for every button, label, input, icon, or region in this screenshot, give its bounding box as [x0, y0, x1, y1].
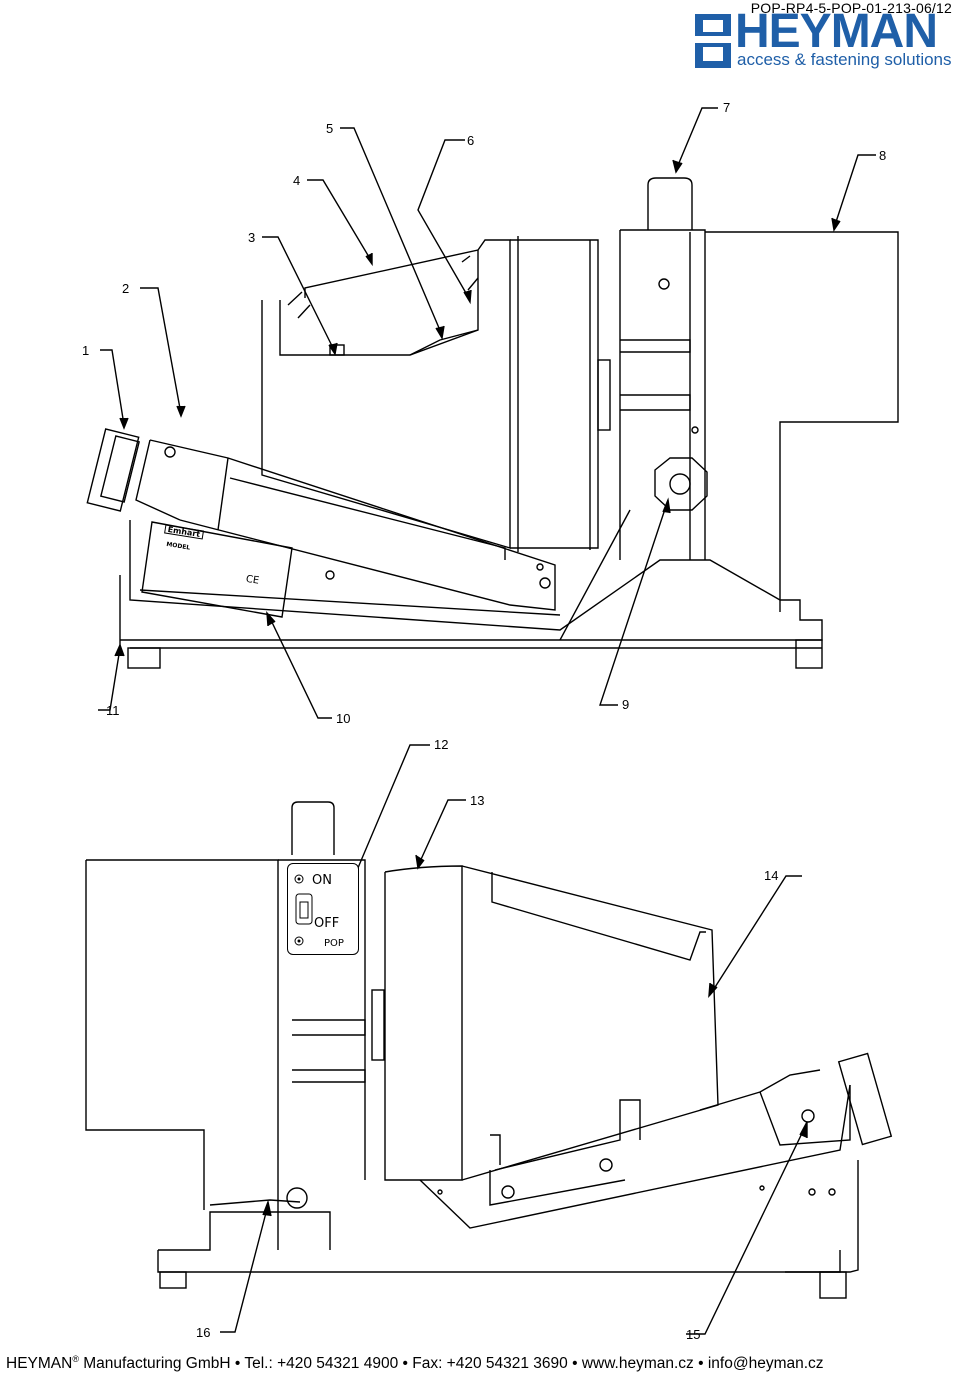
brand-name: HEYMAN — [735, 5, 938, 58]
switch-panel: ON OFF POP — [287, 863, 359, 955]
toggle-switch-icon — [295, 893, 313, 925]
footer-details: Manufacturing GmbH • Tel.: +420 54321 49… — [78, 1355, 824, 1373]
callout-3: 3 — [248, 230, 256, 245]
callout-2: 2 — [122, 281, 130, 296]
callout-4: 4 — [293, 173, 301, 188]
registered-mark: ® — [72, 1354, 79, 1364]
switch-on-label: ON — [312, 873, 332, 888]
pop-label: POP — [324, 938, 344, 949]
top-tool-view — [86, 107, 899, 719]
callout-9: 9 — [622, 697, 630, 712]
footer-company: HEYMAN — [6, 1355, 73, 1373]
heyman-logo: HEYMAN access & fastening solutions — [695, 5, 957, 72]
nameplate-brand: Emhart — [164, 524, 204, 540]
callout-15: 15 — [686, 1327, 701, 1342]
nameplate-ce-mark: CE — [245, 573, 260, 587]
callout-12: 12 — [434, 737, 449, 752]
heyman-logo-mark-icon — [695, 14, 731, 68]
callout-8: 8 — [879, 148, 887, 163]
screw-icon — [294, 936, 304, 946]
bottom-tool-view — [85, 744, 893, 1335]
callout-16: 16 — [196, 1325, 211, 1340]
callout-1: 1 — [82, 343, 90, 358]
callout-6: 6 — [467, 133, 475, 148]
footer-contact: HEYMAN® Manufacturing GmbH • Tel.: +420 … — [6, 1354, 824, 1373]
brand-tagline: access & fastening solutions — [737, 50, 952, 69]
callout-14: 14 — [764, 868, 779, 883]
screw-icon — [294, 874, 304, 884]
callout-11: 11 — [106, 703, 120, 718]
document-code: POP-RP4-5-POP-01-213-06/12 — [750, 0, 952, 16]
callout-13: 13 — [470, 793, 485, 808]
callout-7: 7 — [723, 100, 731, 115]
nameplate-model: MODEL — [165, 540, 191, 552]
callout-5: 5 — [326, 121, 334, 136]
callout-10: 10 — [336, 711, 351, 726]
switch-off-label: OFF — [314, 916, 340, 931]
